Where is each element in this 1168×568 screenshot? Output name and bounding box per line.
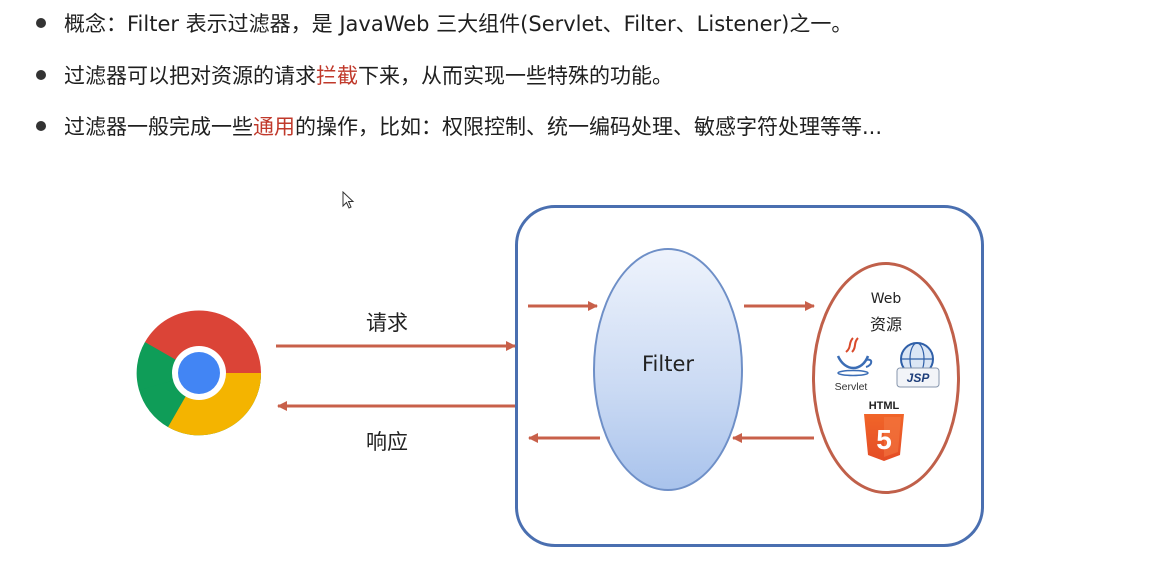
bullet-highlight-intercept: 拦截	[316, 64, 358, 88]
web-resource-title-line2: 资源	[869, 315, 902, 334]
html5-icon: HTML 5	[864, 400, 904, 461]
bullet-item-concept: 概念：Filter 表示过滤器，是 JavaWeb 三大组件(Servlet、F…	[36, 8, 852, 38]
bullet-text: 下来，从而实现一些特殊的功能。	[358, 64, 673, 88]
bullet-dot	[36, 70, 46, 80]
jsp-icon-label: JSP	[907, 371, 931, 385]
servlet-java-icon: Servlet	[835, 337, 873, 393]
bullet-text: 过滤器一般完成一些	[64, 115, 253, 139]
jsp-icon: JSP	[896, 342, 940, 388]
chrome-icon	[136, 310, 262, 436]
web-server-container	[515, 205, 984, 547]
html5-icon-label: HTML	[869, 400, 900, 412]
response-label: 响应	[366, 430, 408, 454]
filter-node	[593, 248, 743, 491]
web-resource-title-line1: Web	[870, 291, 902, 307]
bullet-text: 概念：Filter 表示过滤器，是 JavaWeb 三大组件(Servlet、F…	[64, 12, 853, 36]
request-label: 请求	[366, 311, 408, 335]
servlet-icon-label: Servlet	[835, 381, 868, 393]
filter-label: Filter	[641, 352, 694, 376]
bullet-text: 过滤器可以把对资源的请求	[64, 64, 316, 88]
mouse-cursor-icon	[342, 191, 355, 209]
html5-icon-number: 5	[876, 424, 892, 455]
bullet-dot	[36, 18, 46, 28]
bullet-item-common: 过滤器一般完成一些通用的操作，比如：权限控制、统一编码处理、敏感字符处理等等..…	[36, 111, 882, 141]
bullet-text: 的操作，比如：权限控制、统一编码处理、敏感字符处理等等...	[295, 115, 883, 139]
bullet-dot	[36, 121, 46, 131]
bullet-item-intercept: 过滤器可以把对资源的请求拦截下来，从而实现一些特殊的功能。	[36, 60, 673, 90]
bullet-highlight-common: 通用	[253, 115, 295, 139]
